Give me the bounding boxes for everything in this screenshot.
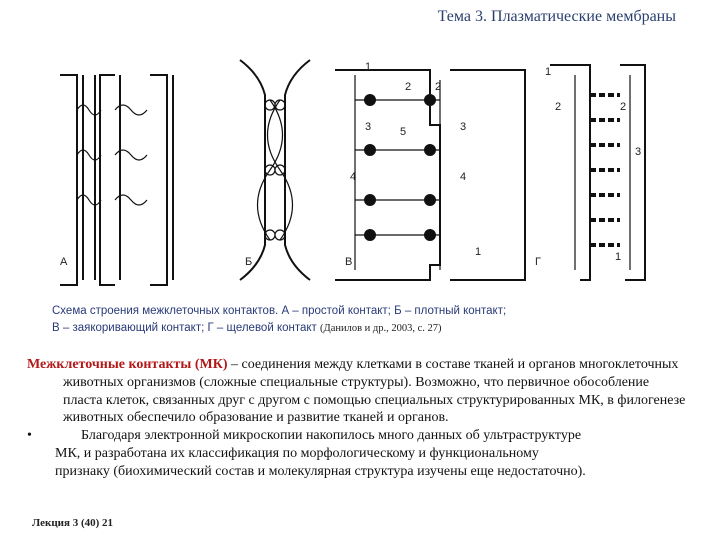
caption-line-2-text: В – заякоривающий контакт; Г – щелевой к… [52,322,317,334]
panel-b-diagram [240,60,310,280]
panel-g-label-1: 1 [545,66,551,78]
bullet-marker: • [27,427,32,445]
panel-g-diagram [550,65,645,280]
caption-line-2: В – заякоривающий контакт; Г – щелевой к… [52,320,672,337]
panel-v-letter: В [345,256,352,268]
panel-g-label-2a: 2 [555,101,561,113]
bullet-line-1: Благодаря электронной микроскопии накопи… [55,427,692,445]
panel-g-label-1b: 1 [615,251,621,263]
panel-v-label-3a: 3 [365,121,371,133]
bullet-line-2: МК, и разработана их классификация по мо… [55,445,692,463]
slide-title: Тема 3. Плазматические мембраны [438,8,676,26]
caption-source: (Данилов и др., 2003, с. 27) [320,323,442,334]
contacts-figure: А Б В Г 1 2 2 3 5 3 4 4 1 1 2 2 3 1 [55,55,655,290]
panel-v-label-2b: 2 [435,81,441,93]
panel-g-label-2b: 2 [620,101,626,113]
paragraph-bullet: • Благодаря электронной микроскопии нако… [27,427,692,480]
panel-v-label-1b: 1 [475,246,481,258]
panel-v-label-1: 1 [365,61,371,73]
panel-g-letter: Г [535,256,541,268]
lecture-footer: Лекция 3 (40) 21 [32,517,113,529]
panel-b-letter: Б [245,256,252,268]
caption-line-1: Схема строения межклеточных контактов. А… [52,303,672,320]
panel-a-letter: А [60,256,68,268]
term-heading: Межклеточные контакты (МК) [27,357,228,372]
paragraph-definition: Межклеточные контакты (МК) – соединения … [27,356,692,427]
panel-v-label-2a: 2 [405,81,411,93]
figure-caption: Схема строения межклеточных контактов. А… [52,303,672,337]
panel-v-label-4b: 4 [460,171,466,183]
bullet-line-3: признаку (биохимический состав и молекул… [55,463,692,481]
panel-g-label-3: 3 [635,146,641,158]
panel-a-diagram [60,75,173,285]
panel-v-diagram [335,70,525,280]
body-text: Межклеточные контакты (МК) – соединения … [27,356,692,481]
panel-v-label-5: 5 [400,126,406,138]
panel-v-label-3b: 3 [460,121,466,133]
membrane-contact-diagrams: А Б В Г 1 2 2 3 5 3 4 4 1 1 2 2 3 1 [55,55,655,290]
panel-v-label-4a: 4 [350,171,356,183]
